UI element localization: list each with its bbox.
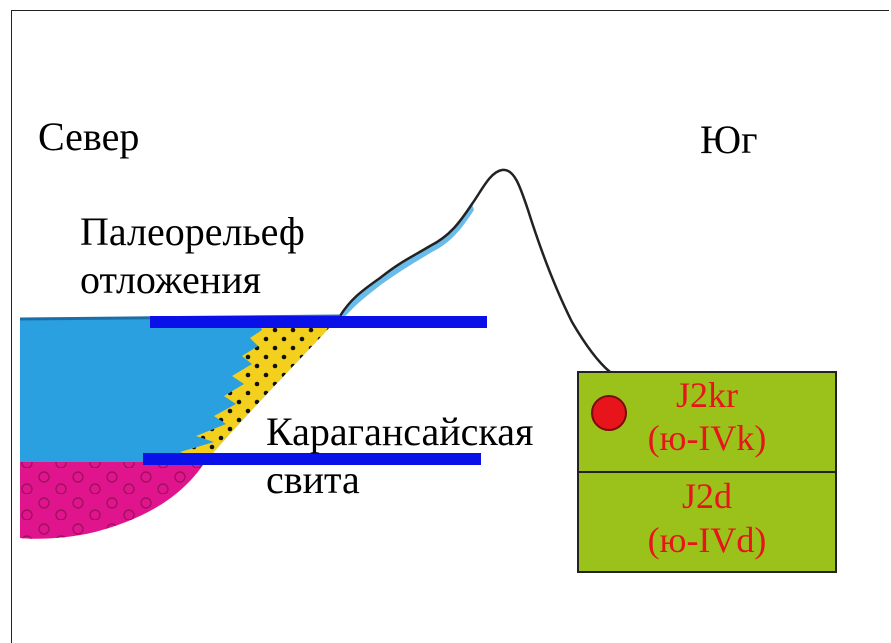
formation-label-line2: свита: [266, 457, 360, 502]
paleorelief-label-line2: отложения: [80, 257, 261, 302]
stratum-code-j2d: J2d: [681, 476, 732, 516]
stratum-index-j2kr: (ю-IVk): [647, 418, 767, 458]
stratum-index-j2d: (ю-IVd): [647, 520, 767, 560]
slope-veneer: [340, 204, 474, 318]
paleorelief-label-line1: Палеорельеф: [80, 209, 305, 254]
paleorelief-line: [338, 168, 611, 373]
sandstone-wedge: [180, 316, 340, 462]
formation-label-line1: Карагансайская: [266, 409, 534, 454]
north-label: Север: [38, 114, 140, 159]
basement-layer: [20, 462, 205, 539]
diagram-frame: [11, 10, 889, 643]
south-label: Юг: [700, 117, 758, 162]
stratum-code-j2kr: J2kr: [676, 375, 738, 415]
stratum-box-j2d: [577, 471, 837, 573]
well-marker: [591, 395, 627, 431]
